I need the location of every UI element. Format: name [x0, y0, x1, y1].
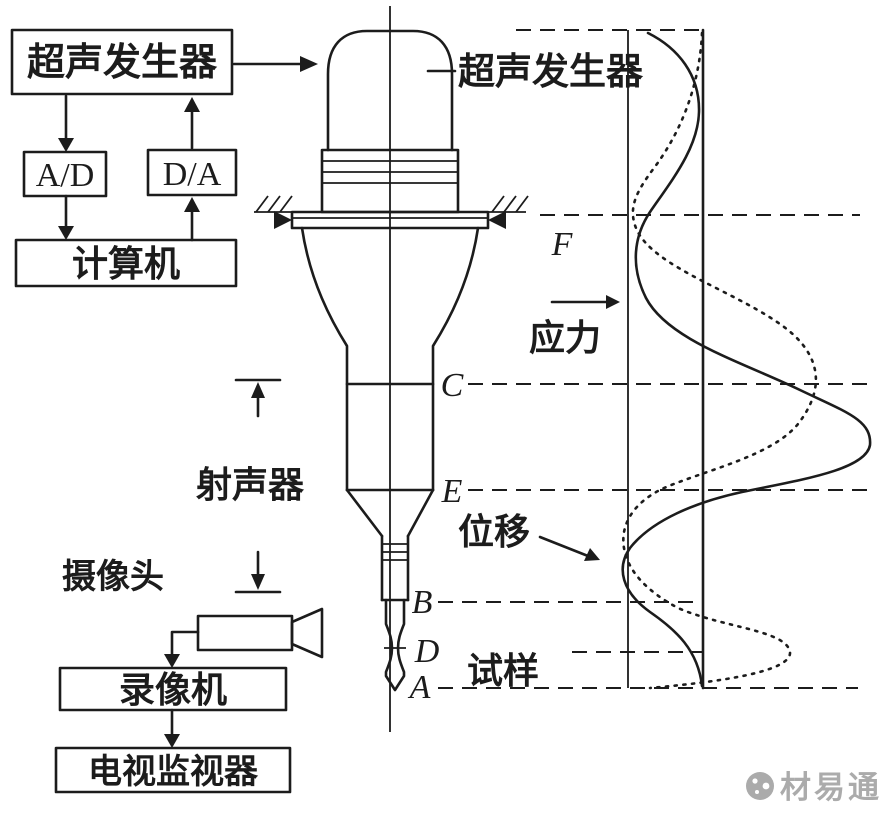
transducer-assembly [254, 6, 529, 732]
stress-label: 应力 [529, 317, 601, 358]
camera-label: 摄像头 [62, 558, 164, 596]
arrowhead-right-icon [606, 295, 620, 309]
distribution-graph: 应力 位移 [438, 28, 876, 690]
right-support-icon [488, 195, 529, 229]
converter-dome [326, 29, 454, 152]
horn-label: 射声器 [196, 464, 305, 505]
recorder-box-label: 录像机 [119, 669, 227, 710]
arrowhead-down-icon [164, 654, 180, 668]
arrowhead-down-icon [251, 574, 265, 590]
computer-box-label: 计算机 [72, 243, 180, 284]
generator-box [10, 28, 234, 96]
displacement-curve [621, 31, 872, 688]
generator-callout-label: 超声发生器 [458, 51, 644, 92]
arrowhead-right-icon [584, 548, 600, 561]
watermark-text: 材易通 [780, 770, 882, 805]
arrow-camera-to-recorder [170, 630, 200, 656]
point-label-d: D [414, 633, 440, 670]
horn-extent-marks [234, 378, 282, 594]
horn-profile [300, 226, 480, 538]
specimen-shape [384, 598, 406, 692]
point-label-b: B [412, 584, 433, 621]
computer-box [14, 238, 238, 288]
stress-annotation: 应力 [529, 295, 620, 358]
displacement-label: 位移 [458, 511, 530, 552]
watermark-logo-icon [746, 772, 774, 800]
generator-box-label: 超声发生器 [27, 42, 218, 84]
arrowhead-up-icon [184, 197, 200, 212]
da-box-label: D/A [163, 156, 222, 193]
arrowhead-right-icon [300, 56, 318, 72]
stress-curve [622, 31, 818, 690]
arrowhead-down-icon [58, 226, 74, 240]
monitor-box-label: 电视监视器 [88, 753, 259, 791]
point-label-e: E [441, 473, 463, 510]
arrowhead-up-icon [184, 97, 200, 112]
point-label-f: F [551, 226, 574, 263]
watermark: 材易通 [746, 770, 882, 805]
arrowhead-down-icon [58, 138, 74, 152]
left-support-icon [254, 195, 293, 229]
specimen-label: 试样 [467, 650, 539, 691]
flowchart: 超声发生器 A/D D/A 计算机 摄像头 录像机 电视监视器 [10, 28, 324, 794]
da-box [146, 148, 238, 197]
arrowhead-up-icon [251, 382, 265, 398]
point-label-a: A [408, 669, 431, 706]
coupling-rod [380, 534, 410, 602]
monitor-box [54, 746, 292, 794]
displacement-annotation: 位移 [458, 511, 600, 561]
arrowhead-down-icon [164, 734, 180, 748]
point-label-c: C [441, 367, 464, 404]
flow-arrows [58, 56, 318, 748]
camera-icon [196, 607, 324, 659]
ad-box-label: A/D [36, 157, 95, 194]
